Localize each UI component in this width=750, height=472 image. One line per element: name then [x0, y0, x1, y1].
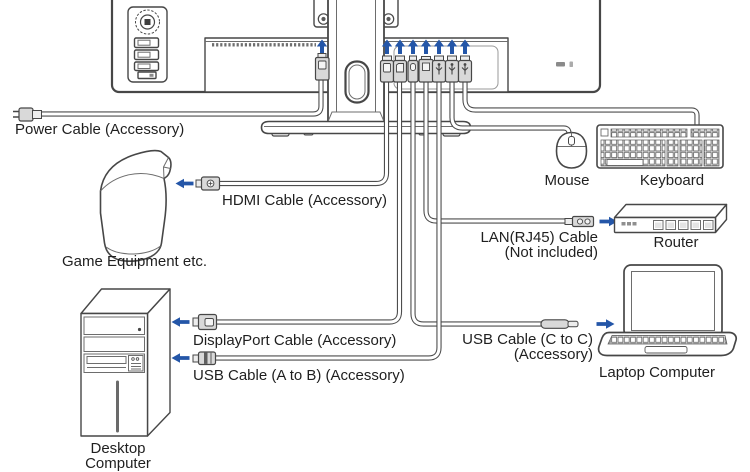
osd-joystick-icon — [135, 9, 160, 35]
osd-controls — [127, 6, 168, 83]
usb-cc-cable-label-line2: (Accessory) — [514, 346, 593, 363]
keyboard — [596, 124, 724, 169]
keyboard-label: Keyboard — [640, 172, 704, 189]
up-arrow-icon — [420, 39, 432, 54]
usb-ab-cable-label: USB Cable (A to B) (Accessory) — [193, 367, 405, 384]
right-arrow-icon — [596, 319, 615, 329]
hdmi-plug — [379, 39, 395, 83]
lan-connector — [564, 215, 618, 228]
displayport-cable — [217, 81, 403, 325]
usb-c-plug — [407, 39, 419, 83]
mouse — [555, 131, 588, 169]
hdmi-connector — [175, 176, 221, 191]
router-ports — [653, 220, 714, 230]
left-arrow-icon — [171, 353, 190, 363]
hdmi-cable — [219, 81, 390, 187]
laptop-label: Laptop Computer — [599, 364, 715, 381]
usb-a-plug-1 — [444, 39, 460, 83]
monitor-stand — [260, 0, 472, 137]
monitor-plugs — [314, 39, 473, 83]
scroll-wheel-icon — [568, 136, 575, 146]
displayport-connector — [171, 313, 218, 331]
up-arrow-icon — [394, 39, 406, 54]
tower-grille — [128, 355, 144, 372]
usb-a-connector — [171, 351, 217, 366]
lan-cable-label-line1: LAN(RJ45) Cable — [480, 229, 598, 246]
left-arrow-icon — [175, 178, 194, 189]
desktop-tower — [80, 288, 171, 437]
up-arrow-icon — [316, 39, 328, 54]
cables — [42, 80, 700, 361]
right-arrow-icon — [599, 216, 618, 227]
mouse-cable — [449, 81, 572, 137]
power-cable-label: Power Cable (Accessory) — [15, 121, 184, 138]
labels: Power Cable (Accessory) HDMI Cable (Acce… — [15, 121, 715, 472]
usb-c-cable — [410, 81, 545, 327]
laptop — [597, 264, 738, 357]
hdmi-cable-label: HDMI Cable (Accessory) — [222, 192, 387, 209]
up-arrow-icon — [459, 39, 471, 54]
lan-plug — [418, 39, 434, 83]
up-arrow-icon — [407, 39, 419, 54]
router-led-icon — [627, 222, 631, 226]
usb-ab-cable — [216, 81, 442, 361]
left-arrow-icon — [171, 317, 190, 327]
router-led-icon — [632, 222, 637, 226]
cable-management-hole — [344, 60, 370, 104]
power-plug — [13, 107, 42, 122]
desktop-label-line1: Desktop — [90, 440, 145, 457]
up-arrow-icon — [381, 39, 393, 54]
router — [613, 203, 728, 234]
displayport-plug — [392, 39, 408, 83]
game-equipment-label: Game Equipment etc. — [62, 253, 207, 270]
usb-a-plug-2 — [457, 39, 473, 83]
device-connectors — [13, 107, 618, 366]
ac-inlet-plug — [314, 39, 330, 81]
lan-cable-label-line2: (Not included) — [505, 244, 598, 261]
game-console — [99, 149, 172, 262]
mouse-label: Mouse — [544, 172, 589, 189]
keyboard-cable — [462, 81, 700, 126]
usb-b-plug — [431, 39, 447, 83]
regulatory-marks — [556, 61, 573, 67]
laptop-trackpad — [644, 346, 688, 354]
lan-cable — [423, 81, 570, 224]
displayport-cable-label: DisplayPort Cable (Accessory) — [193, 332, 396, 349]
osd-buttons — [133, 37, 160, 80]
stand-column — [327, 0, 385, 123]
router-led-icon — [621, 222, 626, 226]
laptop-keyboard — [607, 335, 728, 345]
spacebar — [606, 159, 644, 166]
usb-cc-cable-label-line1: USB Cable (C to C) — [462, 331, 593, 348]
up-arrow-icon — [446, 39, 458, 54]
usb-c-connector — [540, 319, 615, 329]
up-arrow-icon — [433, 39, 445, 54]
router-label: Router — [653, 234, 698, 251]
power-cable — [42, 80, 324, 117]
desktop-label-line2: Computer — [85, 455, 151, 472]
